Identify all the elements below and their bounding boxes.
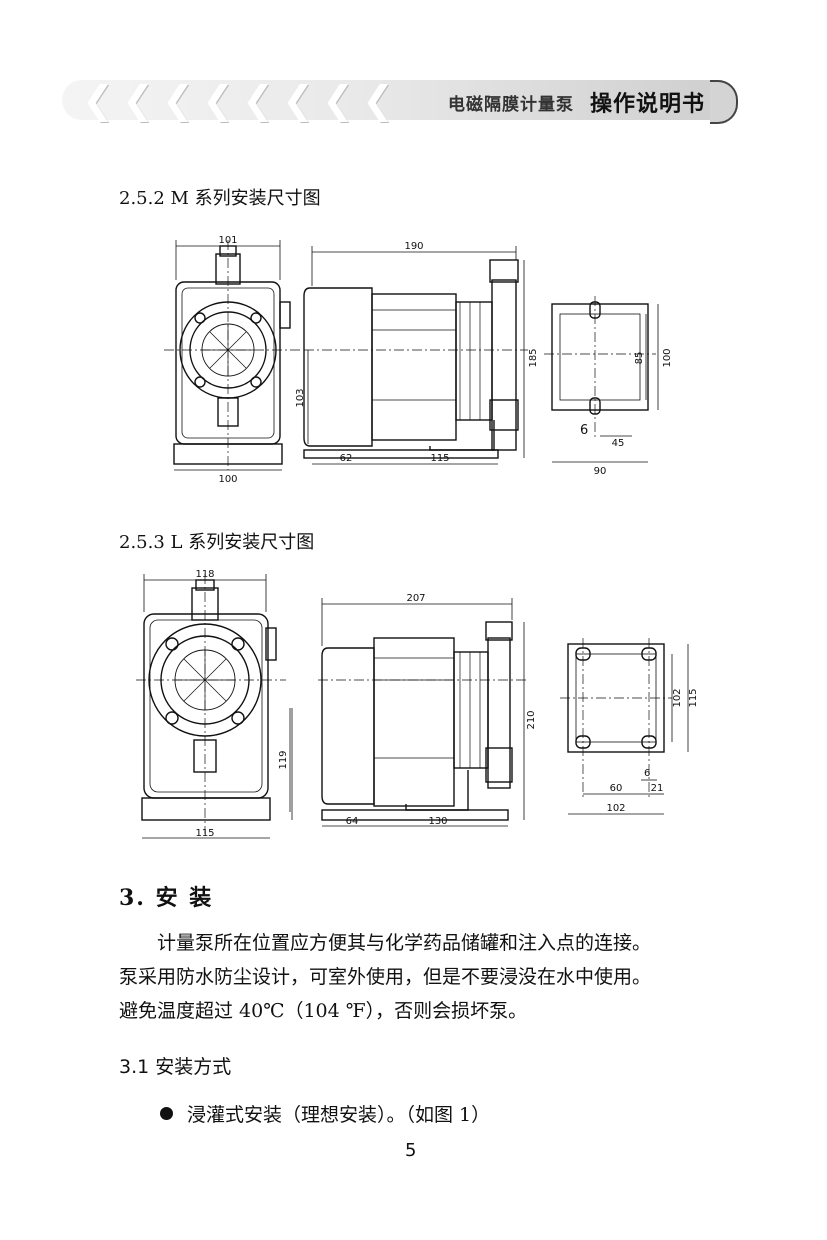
dim-label: 115	[195, 828, 214, 839]
chevron-left-icon: ❮	[122, 78, 154, 122]
install-paragraph-line-1: 计量泵所在位置应方便其与化学药品储罐和注入点的连接。	[157, 932, 652, 954]
chevron-left-icon: ❮	[162, 78, 194, 122]
m-side-view	[303, 259, 528, 459]
dim-label: 115	[688, 688, 699, 707]
dim-label: 60	[610, 783, 623, 794]
dim-label: 119	[278, 750, 289, 769]
header-band-end	[710, 80, 738, 124]
dim-label: 90	[594, 466, 607, 477]
l-front-view	[136, 574, 286, 834]
dim-label: 185	[528, 348, 539, 367]
dim-label: 103	[295, 388, 306, 407]
l-side-view	[318, 621, 528, 821]
dim-label: 62	[340, 453, 353, 464]
dim-label: 64	[346, 816, 359, 827]
dim-label: 130	[428, 816, 447, 827]
l-base-view	[560, 638, 672, 798]
chevron-left-icon: ❮	[282, 78, 314, 122]
dim-label: 210	[526, 710, 537, 729]
chevron-left-icon: ❮	[82, 78, 114, 122]
install-method-heading: 3.1 安装方式	[119, 1056, 232, 1078]
dim-label: 85	[634, 352, 645, 365]
dim-label: 207	[406, 593, 425, 604]
install-paragraph-line-2: 泵采用防水防尘设计，可室外使用，但是不要浸没在水中使用。	[119, 966, 652, 988]
install-heading: 3. 安 装	[119, 885, 214, 911]
m-front-view	[164, 240, 300, 470]
chevron-left-icon: ❮	[242, 78, 274, 122]
dim-label: 102	[672, 688, 683, 707]
chevron-left-icon: ❮	[322, 78, 354, 122]
dim-label: 118	[195, 569, 214, 580]
dim-label: 190	[404, 241, 423, 252]
dim-label: 100	[218, 474, 237, 485]
dim-label: 45	[612, 438, 625, 449]
header-band	[62, 80, 722, 120]
section-l-title: 2.5.3 L 系列安装尺寸图	[119, 532, 315, 553]
m-base-view	[544, 296, 656, 440]
page-number: 5	[405, 1140, 417, 1161]
header-subtitle: 电磁隔膜计量泵	[448, 95, 574, 115]
header-title: 操作说明书	[590, 92, 706, 117]
dim-label: 21	[651, 783, 664, 794]
m-series-drawing: 101 100 103 190 185 62 115 85 100 6 45 9…	[164, 235, 673, 485]
list-item: 浸灌式安装（理想安装）。（如图 1）	[160, 1100, 490, 1127]
l-series-drawing: 118 115 119 207 210 64 130 102 115 6 60 …	[136, 569, 699, 839]
chevron-left-icon: ❮	[362, 78, 394, 122]
bullet-dot-icon	[160, 1107, 173, 1120]
page-header: ❮ ❮ ❮ ❮ ❮ ❮ ❮ ❮ 电磁隔膜计量泵 操作说明书	[62, 72, 742, 128]
dim-label: 6	[580, 423, 588, 438]
section-m-title: 2.5.2 M 系列安装尺寸图	[119, 188, 321, 209]
dim-label: 115	[430, 453, 449, 464]
dim-label: 100	[662, 348, 673, 367]
header-chevrons: ❮ ❮ ❮ ❮ ❮ ❮ ❮ ❮	[80, 80, 396, 120]
install-paragraph-line-3: 避免温度超过 40℃（104 ℉），否则会损坏泵。	[119, 1000, 528, 1022]
dim-label: 101	[218, 235, 237, 246]
dim-label: 102	[606, 803, 625, 814]
bullet-text: 浸灌式安装（理想安装）。（如图 1）	[187, 1104, 491, 1126]
chevron-left-icon: ❮	[202, 78, 234, 122]
dim-label: 6	[644, 768, 650, 779]
